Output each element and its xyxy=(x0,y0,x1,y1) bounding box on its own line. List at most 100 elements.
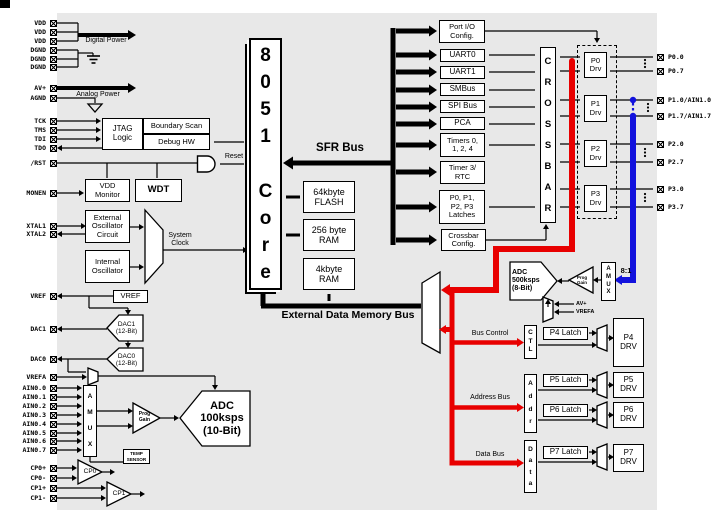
arrowhead xyxy=(592,449,597,455)
arrowhead xyxy=(77,385,82,391)
pin-left-16-square xyxy=(49,292,57,300)
arrowhead xyxy=(96,127,101,133)
ellipsis-dot xyxy=(643,65,647,69)
p4-mux xyxy=(596,324,608,352)
arrowhead xyxy=(592,459,597,465)
ellipsis-dot xyxy=(643,199,647,203)
page-corner-mark xyxy=(0,0,10,8)
pin-right-3-square xyxy=(656,112,664,120)
p7-latch-box: P7 Latch xyxy=(543,446,588,459)
pin-left-14-label: XTAL1 xyxy=(26,222,46,230)
adc0-label: ADC 100ksps (10-Bit) xyxy=(200,399,244,437)
pin-left-15-label: XTAL2 xyxy=(26,230,46,238)
pin-left-11-square xyxy=(49,144,57,152)
pin-left-30-square xyxy=(49,484,57,492)
debug-hw-box: Debug HW xyxy=(143,134,210,150)
ellipsis-dot xyxy=(643,58,647,62)
pin-left-23-label: AIN0.3 xyxy=(22,411,46,419)
digital-power-bus-arrowhead xyxy=(128,30,136,40)
pin-left-9-square xyxy=(49,126,57,134)
ctl-box: C T L xyxy=(524,325,537,359)
arrowhead xyxy=(609,335,614,341)
ellipsis-dot xyxy=(646,102,650,106)
pin-left-17-square xyxy=(49,325,57,333)
arrowhead xyxy=(139,264,144,270)
p7-drv-box: P7 DRV xyxy=(613,444,644,472)
arrowhead xyxy=(128,423,133,429)
arrowhead xyxy=(82,374,87,380)
analog-power-label: Analog Power xyxy=(76,91,120,99)
pin-left-21-square xyxy=(49,393,57,401)
arrowhead xyxy=(57,356,62,362)
pin-left-28-label: CP0+ xyxy=(30,464,46,472)
pin-left-13-label: MONEN xyxy=(26,189,46,197)
p2-drv-box: P2 Drv xyxy=(584,140,607,167)
pin-left-13-square xyxy=(49,189,57,197)
arrowhead xyxy=(243,247,248,253)
pin-left-20-square xyxy=(49,384,57,392)
arrowhead xyxy=(125,343,131,348)
pin-left-26-label: AIN0.6 xyxy=(22,437,46,445)
prog-gain0-shape xyxy=(132,401,162,435)
ellipsis-dot xyxy=(643,147,647,151)
p0-drv-box: P0 Drv xyxy=(584,52,607,78)
p5-mux xyxy=(596,371,608,399)
av-plus-label: AV+ xyxy=(576,300,587,307)
adc1-shape xyxy=(509,261,558,301)
pca-box: PCA xyxy=(440,117,485,130)
pin-right-1-square xyxy=(656,67,664,75)
port-latches-box: P0, P1, P2, P3 Latches xyxy=(439,190,485,224)
arrowhead xyxy=(110,469,115,475)
vdd-monitor-box: VDD Monitor xyxy=(85,179,130,202)
analog-power-bus-arrowhead xyxy=(128,83,136,93)
p6-latch-box: P6 Latch xyxy=(543,404,588,417)
reset-label: Reset xyxy=(224,153,244,161)
arrowhead xyxy=(554,309,559,315)
pin-left-25-label: AIN0.5 xyxy=(22,429,46,437)
pin-right-6-square xyxy=(656,185,664,193)
arrowhead xyxy=(77,438,82,444)
pin-left-22-square xyxy=(49,402,57,410)
adc1-label: ADC 500ksps (8-Bit) xyxy=(512,268,540,293)
pin-left-2-label: VDD xyxy=(34,37,46,45)
edm-bus-label: External Data Memory Bus xyxy=(281,309,415,322)
pin-left-29-square xyxy=(49,474,57,482)
arrowhead xyxy=(592,342,597,348)
dac1-label: DAC1 (12-Bit) xyxy=(115,320,138,335)
dac0-shape xyxy=(106,347,144,372)
arrowhead xyxy=(593,277,598,283)
red-port-bus-arrowhead xyxy=(441,284,450,296)
ellipsis-dot xyxy=(643,196,647,199)
arrowhead xyxy=(557,278,562,284)
system-clock-mux xyxy=(144,208,164,285)
int-oscillator-box: Internal Oscillator xyxy=(85,250,130,283)
dac-vref-mux xyxy=(87,367,99,386)
peripheral-branch-arrowhead xyxy=(429,25,437,37)
pin-left-0-square xyxy=(49,19,57,27)
address-bus-wire-arrowhead xyxy=(517,403,524,412)
arrowhead xyxy=(592,387,597,393)
blue-ain1-bus xyxy=(622,116,636,283)
peripheral-branch-arrowhead xyxy=(429,166,437,178)
arrowhead xyxy=(81,223,86,229)
arrowhead xyxy=(96,136,101,142)
reset-and-gate xyxy=(196,155,216,173)
uart1-box: UART1 xyxy=(440,66,485,79)
ellipsis-dot xyxy=(629,96,637,104)
smbus-box: SMBus xyxy=(440,83,485,96)
pin-left-15-square xyxy=(49,230,57,238)
pin-left-0-label: VDD xyxy=(34,19,46,27)
arrowhead xyxy=(554,301,559,307)
pin-left-25-square xyxy=(49,429,57,437)
arrowhead xyxy=(96,118,101,124)
arrowhead xyxy=(57,145,62,151)
arrowhead xyxy=(57,293,62,299)
arrowhead xyxy=(140,491,145,497)
pin-right-4-square xyxy=(656,140,664,148)
p5-latch-box: P5 Latch xyxy=(543,374,588,387)
arrowhead xyxy=(592,407,597,413)
arrowhead xyxy=(57,326,62,332)
pin-left-31-square xyxy=(49,494,57,502)
pin-left-27-label: AIN0.7 xyxy=(22,446,46,454)
